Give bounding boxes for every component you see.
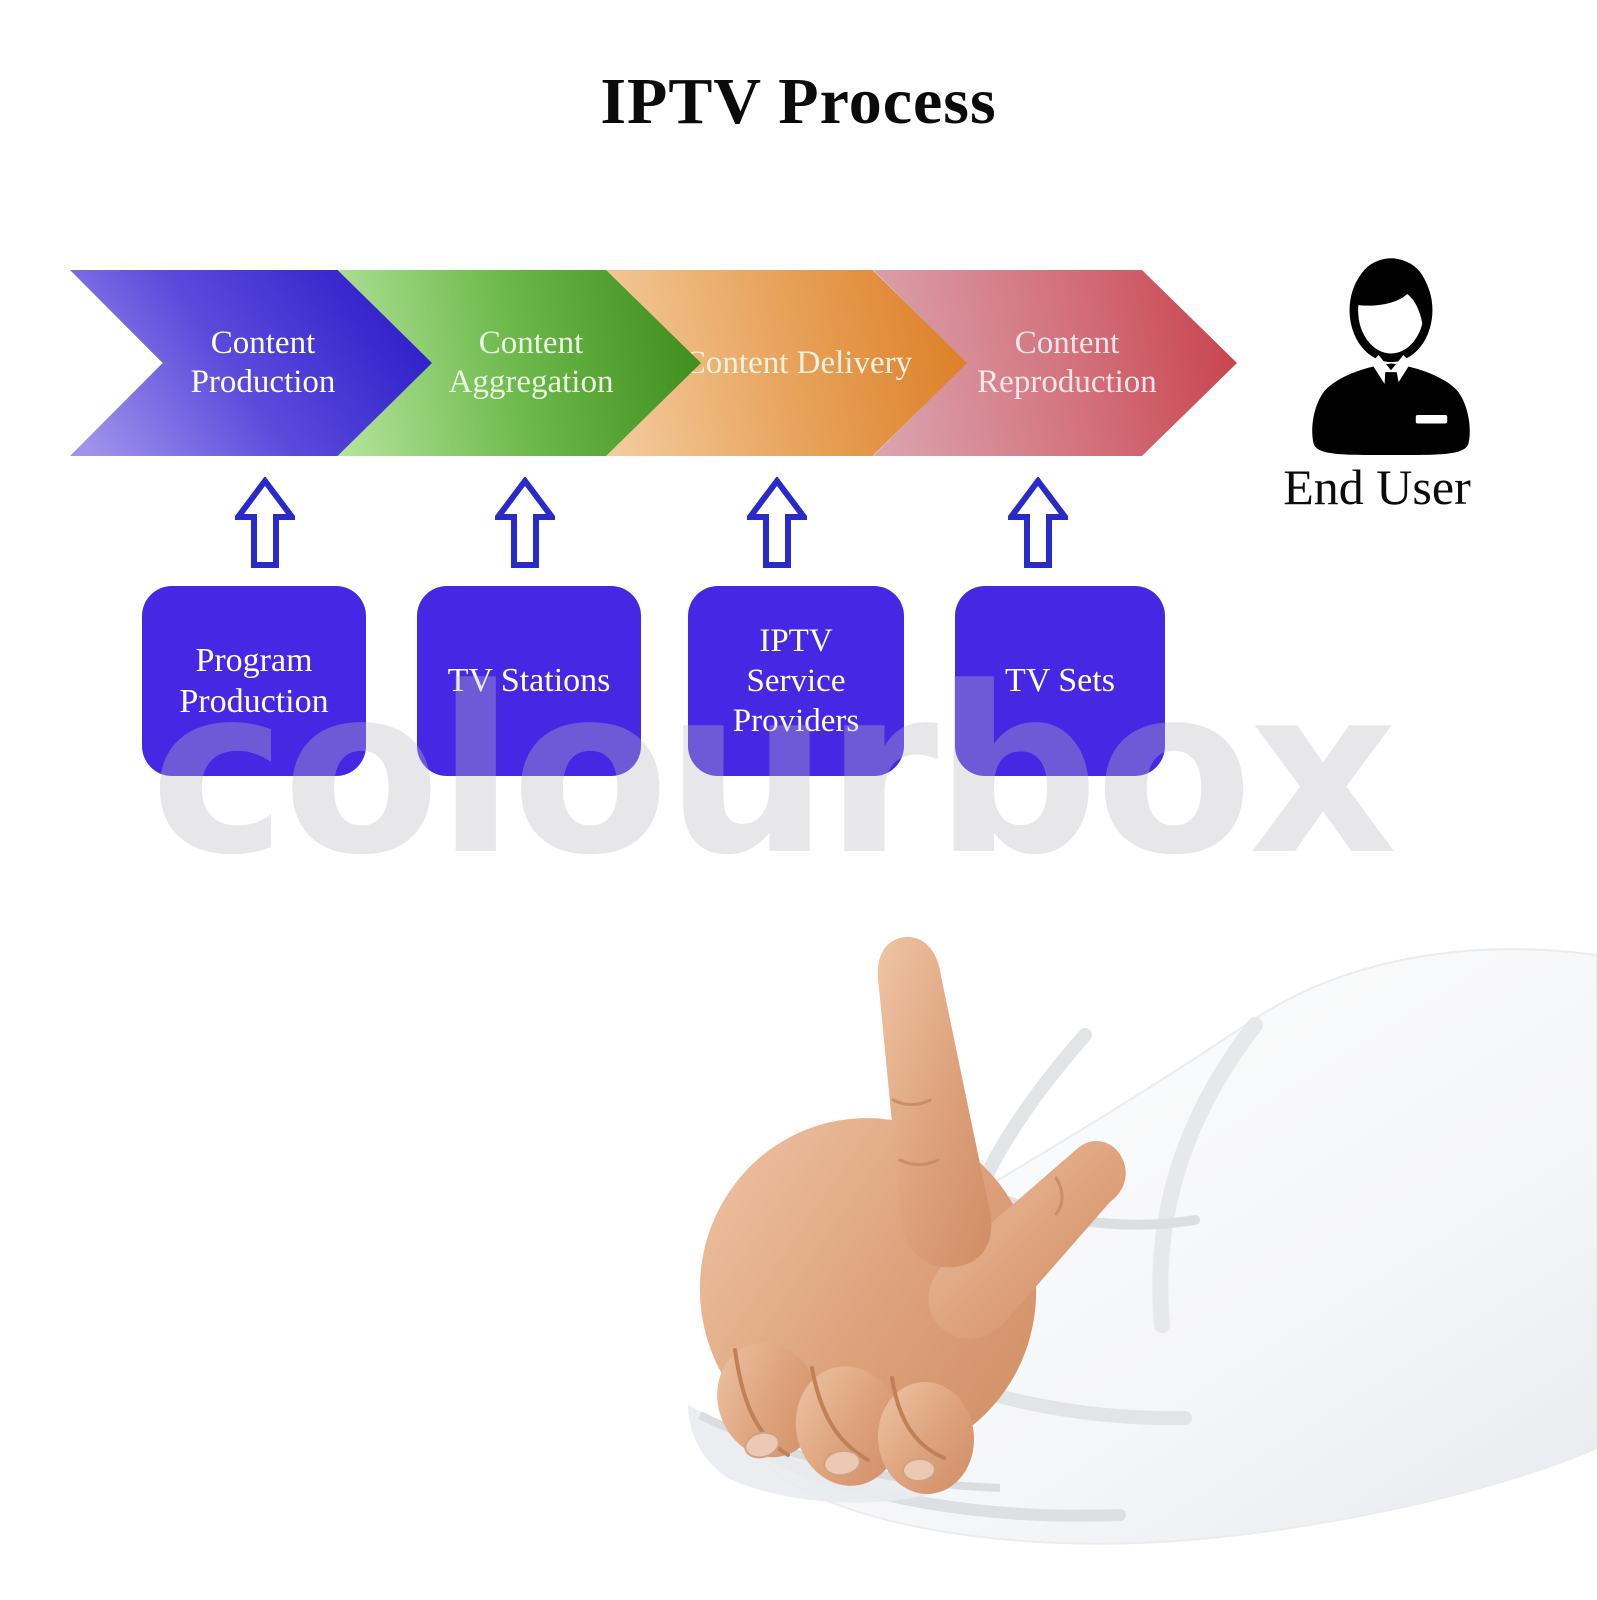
source-box-iptv-service-providers: IPTV Service Providers: [688, 586, 904, 776]
index-finger: [877, 936, 992, 1268]
fingernail: [823, 1449, 861, 1477]
diagram-title: IPTV Process: [600, 65, 997, 138]
presenter-hand-photo: [688, 936, 1597, 1545]
source-box-label: Program Production: [179, 641, 329, 720]
source-box-tv-sets: TV Sets: [955, 586, 1165, 776]
pointing-hand: [699, 936, 1126, 1494]
fingernail: [902, 1457, 936, 1483]
fingernail: [744, 1431, 780, 1459]
source-box-tv-stations: TV Stations: [417, 586, 641, 776]
process-step-label: Content Aggregation: [448, 325, 614, 400]
up-arrow-icon: [235, 477, 295, 568]
thumb: [928, 1141, 1126, 1339]
process-step-label: Content Production: [190, 325, 336, 400]
tie: [1383, 372, 1403, 432]
hair: [1353, 258, 1431, 339]
up-arrow-icon: [747, 477, 807, 568]
chest-dash: [1415, 414, 1448, 424]
up-arrow-icon: [1008, 477, 1068, 568]
process-step-label: Content Delivery: [683, 344, 913, 381]
source-box-label: TV Sets: [1005, 662, 1115, 700]
source-box-program-production: Program Production: [142, 586, 366, 776]
source-box-label: IPTV Service Providers: [732, 622, 860, 740]
process-step-label: Content Reproduction: [977, 325, 1157, 400]
up-arrow-icon: [495, 477, 555, 568]
source-box-label: TV Stations: [447, 662, 611, 700]
end-user-person-icon: [1312, 258, 1470, 455]
end-user-label: End User: [1283, 459, 1471, 515]
